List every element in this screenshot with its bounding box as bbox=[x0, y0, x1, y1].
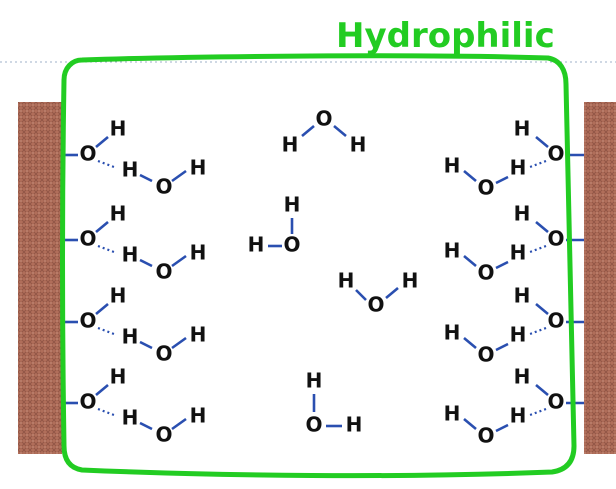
hydrogen-bond bbox=[97, 326, 115, 336]
oh-bond bbox=[463, 337, 477, 349]
oh-bond bbox=[333, 125, 347, 137]
hydrogen-atom: H bbox=[514, 202, 531, 226]
oxygen-atom: O bbox=[477, 343, 494, 367]
hydrogen-atom: H bbox=[338, 269, 355, 293]
hydrogen-atom: H bbox=[190, 323, 207, 347]
hydrogen-bond bbox=[529, 159, 547, 169]
hydrogen-atom: H bbox=[110, 117, 127, 141]
oxygen-atom: O bbox=[155, 342, 172, 366]
oxygen-atom: O bbox=[547, 309, 564, 333]
hydrogen-atom: H bbox=[110, 284, 127, 308]
oh-bond bbox=[495, 175, 509, 185]
oh-bond bbox=[139, 258, 153, 268]
hydrogen-bond bbox=[529, 407, 547, 417]
hydrogen-atom: H bbox=[444, 239, 461, 263]
oxygen-atom: O bbox=[547, 227, 564, 251]
oxygen-atom: O bbox=[305, 413, 322, 437]
oh-bond bbox=[95, 221, 109, 233]
hydrogen-atom: H bbox=[282, 133, 299, 157]
hydrogen-atom: H bbox=[514, 117, 531, 141]
oxygen-atom: O bbox=[155, 423, 172, 447]
oxygen-atom: O bbox=[477, 261, 494, 285]
oxygen-atom: O bbox=[79, 309, 96, 333]
oxygen-atom: O bbox=[547, 142, 564, 166]
hydrogen-atom: H bbox=[510, 404, 527, 428]
oxygen-atom: O bbox=[79, 390, 96, 414]
hydrogen-atom: H bbox=[122, 406, 139, 430]
hydrophilic-outline bbox=[60, 53, 577, 479]
right-surface-wall bbox=[584, 102, 616, 454]
oxygen-atom: O bbox=[367, 293, 384, 317]
oh-bond bbox=[535, 221, 549, 233]
oh-bond bbox=[171, 336, 187, 350]
oxygen-atom: O bbox=[283, 233, 300, 257]
oh-bond bbox=[535, 136, 549, 148]
oxygen-atom: O bbox=[79, 227, 96, 251]
oh-bond bbox=[463, 418, 477, 430]
hydrogen-atom: H bbox=[510, 156, 527, 180]
oh-bond bbox=[95, 384, 109, 396]
left-surface-wall bbox=[18, 102, 62, 454]
hydrogen-bond bbox=[97, 407, 115, 417]
oxygen-atom: O bbox=[315, 107, 332, 131]
hydrogen-bond bbox=[97, 244, 115, 254]
oh-bond bbox=[495, 342, 509, 352]
hydrophilic-label: Hydrophilic bbox=[336, 16, 555, 56]
oxygen-atom: O bbox=[79, 142, 96, 166]
hydrogen-atom: H bbox=[514, 365, 531, 389]
hydrogen-bond bbox=[529, 244, 547, 254]
oh-bond bbox=[385, 287, 399, 299]
oh-bond bbox=[139, 340, 153, 350]
hydrogen-atom: H bbox=[190, 156, 207, 180]
oh-bond bbox=[495, 423, 509, 433]
oxygen-atom: O bbox=[155, 175, 172, 199]
hydrogen-atom: H bbox=[248, 233, 265, 257]
oh-bond bbox=[95, 303, 109, 315]
oh-bond bbox=[463, 170, 477, 182]
oh-bond bbox=[171, 417, 187, 431]
oh-bond bbox=[463, 255, 477, 267]
hydrogen-atom: H bbox=[190, 241, 207, 265]
hydrogen-atom: H bbox=[514, 284, 531, 308]
oh-bond bbox=[171, 169, 187, 183]
oh-bond bbox=[95, 136, 109, 148]
hydrogen-atom: H bbox=[122, 325, 139, 349]
hydrogen-atom: H bbox=[444, 402, 461, 426]
hydrogen-atom: H bbox=[122, 243, 139, 267]
hydrogen-atom: H bbox=[110, 365, 127, 389]
oh-bond bbox=[535, 384, 549, 396]
hydrogen-atom: H bbox=[122, 158, 139, 182]
oxygen-atom: O bbox=[155, 260, 172, 284]
hydrogen-atom: H bbox=[444, 321, 461, 345]
hydrogen-atom: H bbox=[306, 369, 323, 393]
oh-bond bbox=[355, 289, 367, 301]
hydrogen-atom: H bbox=[350, 133, 367, 157]
water-molecules-layer: OHHOHOHHOHOHHOHOHHOHOHHOHOHHOHOHHOHOHHOH… bbox=[62, 107, 584, 448]
oxygen-atom: O bbox=[477, 176, 494, 200]
hydrogen-atom: H bbox=[510, 241, 527, 265]
hydrogen-atom: H bbox=[190, 404, 207, 428]
oh-bond bbox=[171, 254, 187, 268]
hydrogen-atom: H bbox=[444, 154, 461, 178]
oh-bond bbox=[495, 260, 509, 270]
oh-bond bbox=[139, 421, 153, 431]
hydrogen-atom: H bbox=[346, 413, 363, 437]
hydrogen-bond bbox=[97, 159, 115, 169]
hydrogen-atom: H bbox=[510, 323, 527, 347]
oh-bond bbox=[535, 303, 549, 315]
hydrogen-bond bbox=[529, 326, 547, 336]
hydrogen-atom: H bbox=[284, 193, 301, 217]
hydrogen-atom: H bbox=[110, 202, 127, 226]
oh-bond bbox=[139, 173, 153, 183]
oxygen-atom: O bbox=[477, 424, 494, 448]
hydrogen-atom: H bbox=[402, 269, 419, 293]
oh-bond bbox=[301, 125, 315, 137]
oxygen-atom: O bbox=[547, 390, 564, 414]
